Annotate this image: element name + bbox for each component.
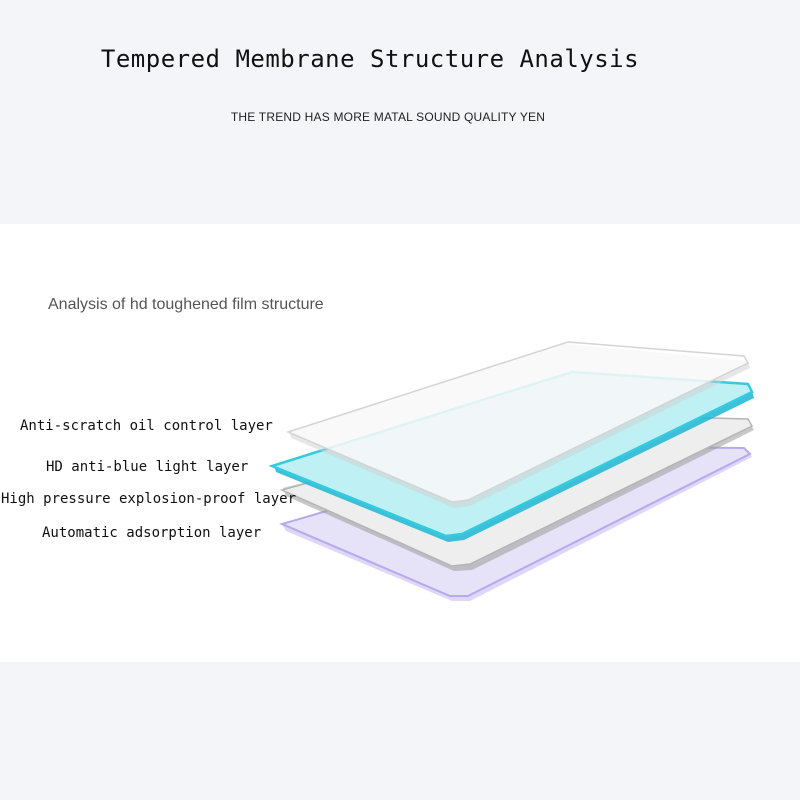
diagram-panel: Analysis of hd toughened film structure … bbox=[0, 224, 800, 662]
layer-anti-scratch-sheet bbox=[285, 341, 750, 508]
page-subtitle: THE TREND HAS MORE MATAL SOUND QUALITY Y… bbox=[230, 110, 546, 124]
layer-label-anti-scratch: Anti-scratch oil control layer bbox=[20, 418, 273, 434]
layer-label-anti-blue: HD anti-blue light layer bbox=[46, 459, 249, 475]
layer-stack-illustration bbox=[268, 341, 754, 601]
layer-label-explosion-proof: High pressure explosion-proof layer bbox=[1, 491, 297, 507]
page-title: Tempered Membrane Structure Analysis bbox=[100, 45, 640, 73]
layer-label-adsorption: Automatic adsorption layer bbox=[42, 525, 262, 541]
diagram-caption: Analysis of hd toughened film structure bbox=[48, 296, 324, 313]
